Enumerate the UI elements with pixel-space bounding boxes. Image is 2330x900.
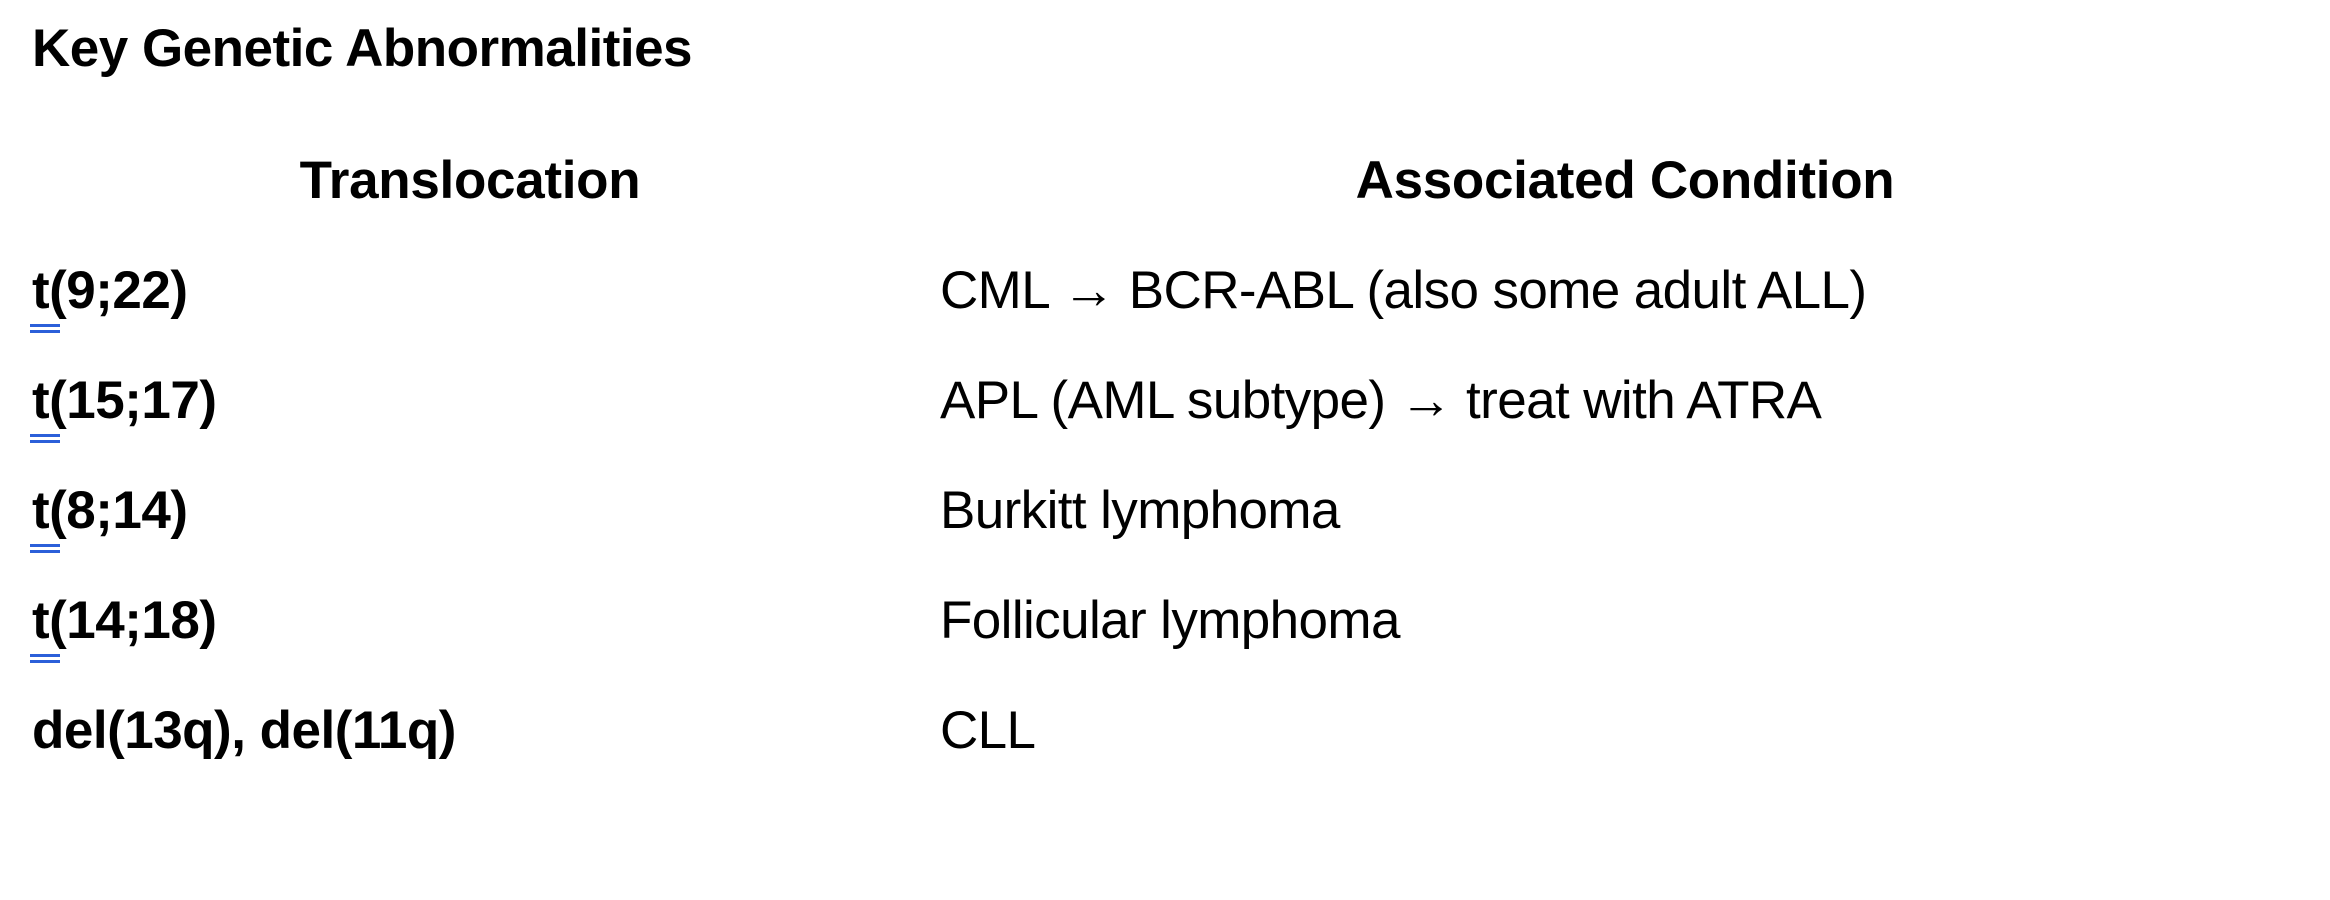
cell-translocation: t(8;14) bbox=[30, 480, 188, 553]
translocation-prefix: t bbox=[32, 261, 50, 320]
table-body: t(9;22) CML → BCR-ABL (also some adult A… bbox=[0, 260, 2330, 810]
translocation-rest: (9;22) bbox=[49, 261, 188, 320]
spellcheck-marked-text: t bbox=[30, 480, 60, 553]
cell-associated-condition: CML → BCR-ABL (also some adult ALL) bbox=[940, 261, 1867, 320]
column-header-translocation: Translocation bbox=[299, 151, 641, 210]
cell-translocation: del(13q), del(11q) bbox=[32, 700, 456, 762]
cell-associated-condition: CLL bbox=[940, 701, 1036, 760]
cell-translocation: t(9;22) bbox=[30, 260, 188, 333]
cell-associated-condition: Burkitt lymphoma bbox=[940, 481, 1340, 540]
spellcheck-marked-text: t bbox=[30, 260, 60, 333]
spellcheck-underline-icon bbox=[30, 324, 60, 333]
translocation-prefix: t bbox=[32, 371, 50, 430]
genetic-abnormalities-table: Translocation Associated Condition t(9;2… bbox=[0, 150, 2330, 810]
translocation-rest: del(13q), del(11q) bbox=[32, 701, 456, 760]
translocation-prefix: t bbox=[32, 591, 50, 650]
table-row: t(14;18) Follicular lymphoma bbox=[0, 590, 2330, 700]
translocation-rest: (14;18) bbox=[49, 591, 217, 650]
spellcheck-underline-icon bbox=[30, 434, 60, 443]
cell-translocation: t(14;18) bbox=[30, 590, 217, 663]
table-header-row: Translocation Associated Condition bbox=[0, 150, 2330, 260]
table-row: t(9;22) CML → BCR-ABL (also some adult A… bbox=[0, 260, 2330, 370]
translocation-rest: (15;17) bbox=[49, 371, 217, 430]
spellcheck-underline-icon bbox=[30, 544, 60, 553]
cell-associated-condition: Follicular lymphoma bbox=[940, 591, 1400, 650]
cell-associated-condition: APL (AML subtype) → treat with ATRA bbox=[940, 371, 1822, 430]
spellcheck-marked-text: t bbox=[30, 590, 60, 663]
spellcheck-underline-icon bbox=[30, 654, 60, 663]
translocation-rest: (8;14) bbox=[49, 481, 188, 540]
cell-translocation: t(15;17) bbox=[30, 370, 217, 443]
table-row: t(8;14) Burkitt lymphoma bbox=[0, 480, 2330, 590]
spellcheck-marked-text: t bbox=[30, 370, 60, 443]
translocation-prefix: t bbox=[32, 481, 50, 540]
column-header-associated-condition: Associated Condition bbox=[1355, 151, 1895, 210]
page-title: Key Genetic Abnormalities bbox=[32, 19, 693, 78]
table-row: t(15;17) APL (AML subtype) → treat with … bbox=[0, 370, 2330, 480]
table-row: del(13q), del(11q) CLL bbox=[0, 700, 2330, 810]
